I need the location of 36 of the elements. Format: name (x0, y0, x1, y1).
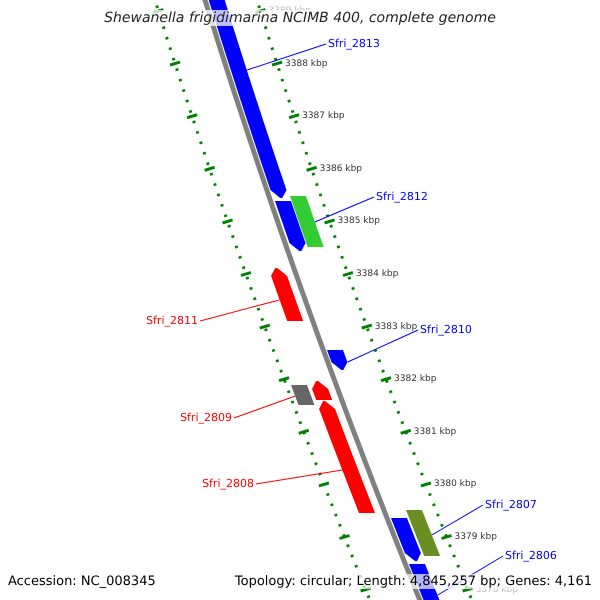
gene-block (406, 510, 440, 556)
tick-label: 3382 kbp (394, 375, 436, 384)
gene-label: Sfri_2806 (505, 550, 557, 561)
leader-line (234, 396, 296, 418)
tick-label: 3388 kbp (285, 60, 328, 69)
tick-label: 3386 kbp (320, 164, 362, 174)
gene-block (270, 268, 303, 321)
gene-block (274, 201, 306, 251)
gene-label: Sfri_2808 (202, 478, 254, 489)
gene-block (291, 385, 315, 405)
tick-label: 3380 kbp (434, 480, 476, 490)
gene-label: Sfri_2810 (420, 324, 472, 335)
gene-block (391, 518, 421, 561)
tick-label: 3379 kbp (454, 533, 497, 542)
accession-text: Accession: NC_008345 (8, 574, 156, 589)
tick-label: 3384 kbp (356, 270, 398, 279)
tick-label: 3378 kbp (476, 586, 518, 595)
gene-block (312, 381, 332, 400)
gene-label: Sfri_2812 (376, 191, 428, 202)
tick-label: 3385 kbp (338, 217, 380, 226)
gene-block (290, 196, 324, 247)
leader-line (314, 196, 374, 222)
gene-label: Sfri_2811 (146, 315, 198, 326)
gene-label: Sfri_2813 (328, 38, 380, 49)
gene-label: Sfri_2809 (180, 412, 232, 423)
leader-line (246, 44, 326, 70)
leader-line (431, 504, 484, 536)
tick-label: 3381 kbp (414, 428, 456, 437)
leader-line (200, 300, 280, 322)
tick-label: 3387 kbp (302, 112, 344, 122)
gene-block (327, 350, 348, 370)
gene-label: Sfri_2807 (485, 499, 537, 510)
leader-line (256, 470, 343, 484)
gene-block (319, 401, 376, 513)
tick-label: 3383 kbp (374, 322, 418, 332)
leader-line (347, 330, 418, 362)
